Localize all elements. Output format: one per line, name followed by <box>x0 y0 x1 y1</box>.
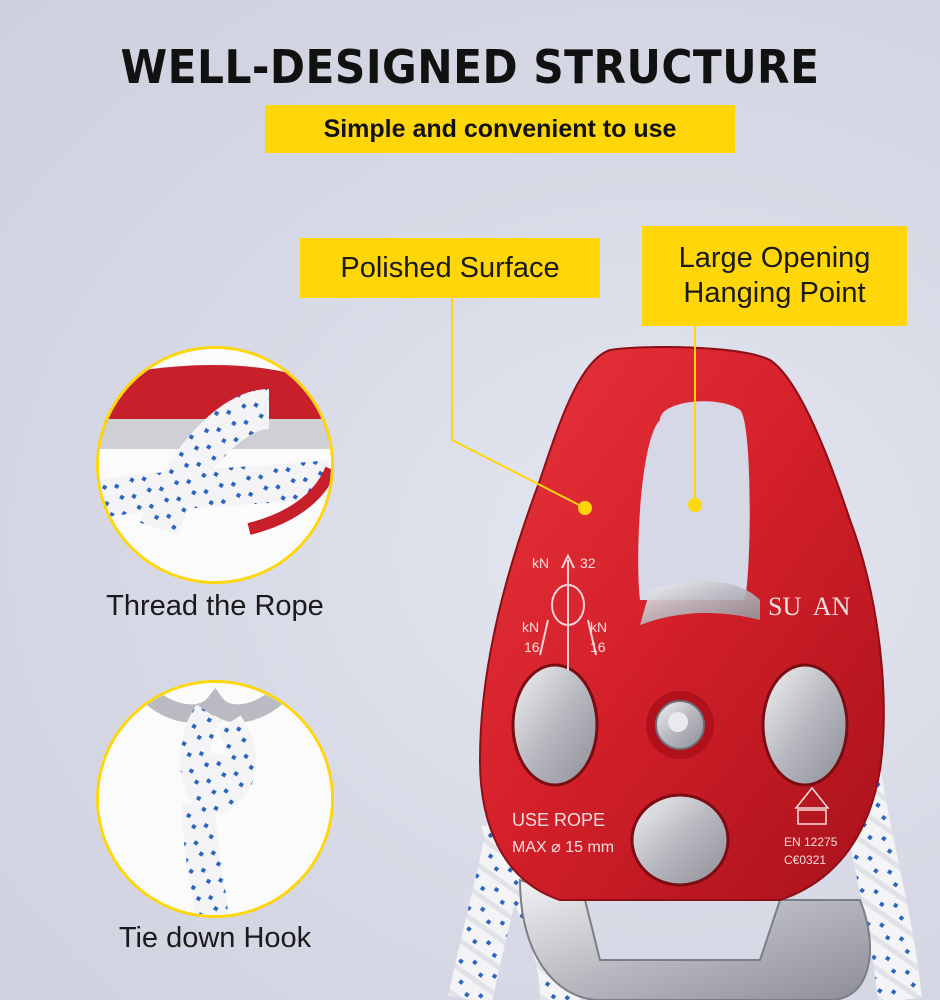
callout-polished-surface: Polished Surface <box>300 238 600 298</box>
max-rope-text: MAX ⌀ 15 mm <box>512 839 614 856</box>
kn-right-value: 16 <box>590 639 606 655</box>
kn-left-value: 16 <box>524 639 540 655</box>
kn-top-value: 32 <box>580 555 596 571</box>
standard-text: EN 12275 <box>784 835 838 849</box>
sheave-window-bottom <box>630 793 730 887</box>
caption-thread-rope: Thread the Rope <box>106 590 324 622</box>
ce-mark: C€0321 <box>784 853 826 867</box>
subtitle-banner: Simple and convenient to use <box>265 105 735 153</box>
kn-right-label: kN <box>590 619 607 635</box>
kn-top-label: kN <box>532 555 549 571</box>
leader-polished <box>451 298 586 509</box>
thread-rope-image <box>99 349 331 581</box>
use-rope-text: USE ROPE <box>512 810 605 830</box>
tie-down-hook-image <box>99 683 331 915</box>
warning-book-icon <box>794 786 830 825</box>
leader-dot-polished <box>578 501 592 515</box>
page-title: WELL-DESIGNED STRUCTURE <box>120 40 820 94</box>
sheave-window-left <box>511 663 599 787</box>
callout-large-opening: Large Opening Hanging Point <box>642 226 907 326</box>
sheave-window-right <box>761 663 849 787</box>
detail-circle-tie-down-hook <box>96 680 334 918</box>
caption-tie-down-hook: Tie down Hook <box>118 922 312 954</box>
kn-left-label: kN <box>522 619 539 635</box>
force-diagram <box>539 553 597 670</box>
leader-dot-opening <box>688 498 702 512</box>
detail-circle-thread-rope <box>96 346 334 584</box>
brand-mark: SU AN <box>768 592 851 621</box>
